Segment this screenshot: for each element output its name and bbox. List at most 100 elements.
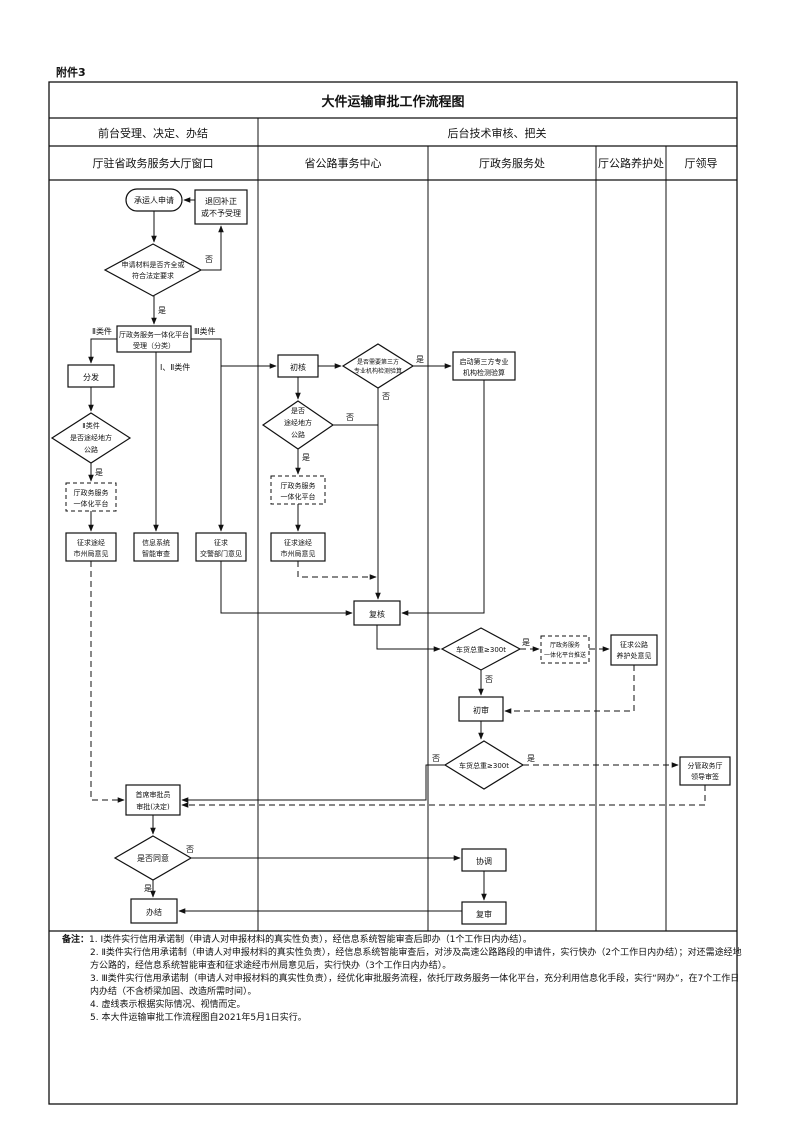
third-party-decision: 是否需要第三方 专业机构检测验算 bbox=[341, 343, 415, 389]
svg-text:Ⅲ类件: Ⅲ类件 bbox=[194, 326, 216, 336]
lane-leadership: 厅领导 bbox=[685, 157, 718, 170]
platform-node-left: 厅政务服务 一体化平台 bbox=[65, 482, 117, 512]
note-4: 4. 虚线表示根据实际情况、视情而定。 bbox=[90, 1000, 246, 1010]
svg-text:否: 否 bbox=[485, 675, 493, 684]
svg-text:复核: 复核 bbox=[369, 609, 385, 619]
svg-text:途经地方: 途经地方 bbox=[284, 418, 312, 427]
svg-text:是否同意: 是否同意 bbox=[137, 853, 169, 863]
svg-text:征求途经: 征求途经 bbox=[77, 538, 105, 547]
svg-text:机构检测验算: 机构检测验算 bbox=[463, 368, 505, 377]
distribute-node: 分发 bbox=[67, 364, 115, 388]
svg-text:否: 否 bbox=[186, 845, 194, 854]
lane-service-office: 厅政务服务处 bbox=[479, 156, 545, 170]
svg-text:申请材料是否齐全或: 申请材料是否齐全或 bbox=[122, 260, 185, 269]
materials-check-decision: 申请材料是否齐全或 符合法定要求 bbox=[103, 243, 203, 297]
third-party-inspection-node: 启动第三方专业 机构检测验算 bbox=[452, 351, 516, 381]
lane-maintenance-office: 厅公路养护处 bbox=[598, 156, 664, 170]
note-1: 1. Ⅰ类件实行信用承诺制（申请人对申报材料的真实性负责），经信息系统智能审查后… bbox=[89, 935, 532, 945]
platform-intake-node: 厅政务服务一体化平台 受理（分类） bbox=[116, 325, 192, 353]
notes-heading: 备注： bbox=[62, 935, 90, 945]
platform-push-node: 厅政务服务 一体化平台推送 bbox=[540, 635, 590, 664]
svg-text:分管政务厅: 分管政务厅 bbox=[688, 761, 723, 770]
notes-section: 备注：1. Ⅰ类件实行信用承诺制（申请人对申报材料的真实性负责），经信息系统智能… bbox=[62, 934, 742, 1025]
preliminary-review-node: 初审 bbox=[458, 696, 504, 722]
svg-text:Ⅱ类件: Ⅱ类件 bbox=[82, 421, 99, 430]
svg-text:车货总重≥300t: 车货总重≥300t bbox=[456, 645, 506, 654]
leader-sign-node: 分管政务厅 领导审签 bbox=[679, 756, 731, 786]
finish-node: 办结 bbox=[130, 898, 178, 924]
svg-text:厅政务服务: 厅政务服务 bbox=[74, 488, 109, 497]
svg-text:厅政务服务一体化平台: 厅政务服务一体化平台 bbox=[119, 330, 189, 339]
svg-text:Ⅰ、Ⅱ类件: Ⅰ、Ⅱ类件 bbox=[160, 362, 190, 372]
svg-text:一体化平台: 一体化平台 bbox=[74, 499, 109, 508]
svg-text:否: 否 bbox=[346, 413, 354, 422]
class2-local-road-decision: Ⅱ类件 是否途经地方 公路 bbox=[50, 412, 132, 464]
svg-text:办结: 办结 bbox=[146, 907, 162, 917]
svg-text:征求公路: 征求公路 bbox=[620, 640, 648, 649]
svg-text:征求途经: 征求途经 bbox=[284, 538, 312, 547]
outer-frame bbox=[48, 81, 738, 1105]
note-3: 3. Ⅲ类件实行信用承诺制（申请人对申报材料的真实性负责），经优化审批服务流程，… bbox=[90, 974, 740, 997]
svg-text:初核: 初核 bbox=[290, 362, 306, 372]
svg-text:是: 是 bbox=[527, 754, 535, 763]
section-back: 后台技术审核、把关 bbox=[448, 126, 547, 140]
svg-text:厅政务服务: 厅政务服务 bbox=[550, 641, 580, 649]
svg-text:首席审批员: 首席审批员 bbox=[136, 790, 171, 799]
section-front: 前台受理、决定、办结 bbox=[98, 126, 208, 140]
svg-text:厅政务服务: 厅政务服务 bbox=[281, 481, 316, 490]
svg-text:Ⅱ类件: Ⅱ类件 bbox=[92, 326, 112, 336]
svg-text:征求: 征求 bbox=[214, 538, 228, 547]
weight-300t-decision-upper: 车货总重≥300t bbox=[440, 627, 522, 671]
svg-text:分发: 分发 bbox=[83, 372, 99, 382]
re-review-node: 复审 bbox=[461, 901, 507, 925]
chief-approver-node: 首席审批员 审批(决定) bbox=[125, 784, 181, 816]
svg-text:是: 是 bbox=[522, 638, 530, 647]
svg-text:是: 是 bbox=[158, 306, 166, 315]
svg-text:专业机构检测验算: 专业机构检测验算 bbox=[354, 367, 402, 375]
svg-text:复审: 复审 bbox=[476, 909, 492, 919]
svg-text:公路: 公路 bbox=[84, 445, 98, 454]
svg-text:公路: 公路 bbox=[291, 430, 305, 439]
lane-highway-center: 省公路事务中心 bbox=[305, 157, 382, 170]
svg-text:一体化平台推送: 一体化平台推送 bbox=[544, 651, 586, 659]
diagram-title: 大件运输审批工作流程图 bbox=[321, 94, 464, 110]
svg-text:协调: 协调 bbox=[476, 856, 492, 866]
apply-node: 承运人申请 bbox=[125, 188, 183, 212]
svg-text:是: 是 bbox=[302, 453, 310, 462]
svg-text:或不予受理: 或不予受理 bbox=[201, 208, 241, 218]
svg-text:启动第三方专业: 启动第三方专业 bbox=[460, 357, 509, 366]
attachment-label: 附件3 bbox=[56, 66, 86, 79]
smart-review-node: 信息系统 智能审查 bbox=[133, 532, 179, 562]
svg-text:受理（分类）: 受理（分类） bbox=[133, 341, 175, 350]
coordinate-node: 协调 bbox=[461, 848, 507, 872]
svg-text:否: 否 bbox=[205, 255, 213, 264]
svg-text:交警部门意见: 交警部门意见 bbox=[200, 549, 242, 558]
return-node: 退回补正 或不予受理 bbox=[194, 189, 248, 225]
svg-text:市州局意见: 市州局意见 bbox=[281, 549, 316, 558]
solicit-city-bureau-node-center: 征求途经 市州局意见 bbox=[270, 532, 326, 562]
svg-text:一体化平台: 一体化平台 bbox=[281, 492, 316, 501]
solicit-city-bureau-node-left: 征求途经 市州局意见 bbox=[65, 532, 117, 562]
weight-300t-decision-lower: 车货总重≥300t bbox=[443, 740, 525, 790]
note-5: 5. 本大件运输审批工作流程图自2021年5月1日实行。 bbox=[90, 1013, 307, 1023]
svg-text:退回补正: 退回补正 bbox=[205, 196, 237, 206]
svg-text:是: 是 bbox=[95, 468, 103, 477]
svg-text:审批(决定): 审批(决定) bbox=[136, 802, 170, 811]
traffic-police-node: 征求 交警部门意见 bbox=[195, 532, 247, 562]
svg-text:是: 是 bbox=[416, 355, 424, 364]
svg-text:养护处意见: 养护处意见 bbox=[617, 651, 652, 660]
flow-edges bbox=[88, 197, 487, 914]
svg-text:承运人申请: 承运人申请 bbox=[134, 195, 174, 205]
svg-text:是否: 是否 bbox=[291, 407, 305, 415]
svg-text:领导审签: 领导审签 bbox=[691, 772, 719, 781]
recheck-node: 复核 bbox=[353, 600, 401, 626]
svg-text:初审: 初审 bbox=[473, 705, 489, 715]
note-2: 2. Ⅱ类件实行信用承诺制（申请人对申报材料的真实性负责），经信息系统智能审查后… bbox=[90, 948, 742, 971]
platform-node-center: 厅政务服务 一体化平台 bbox=[270, 475, 326, 505]
svg-text:是否途经地方: 是否途经地方 bbox=[70, 433, 112, 442]
approval-decision: 是否同意 bbox=[113, 835, 193, 881]
local-road-decision: 是否 途经地方 公路 bbox=[261, 400, 335, 450]
svg-text:否: 否 bbox=[432, 754, 440, 763]
svg-text:市州局意见: 市州局意见 bbox=[74, 549, 109, 558]
